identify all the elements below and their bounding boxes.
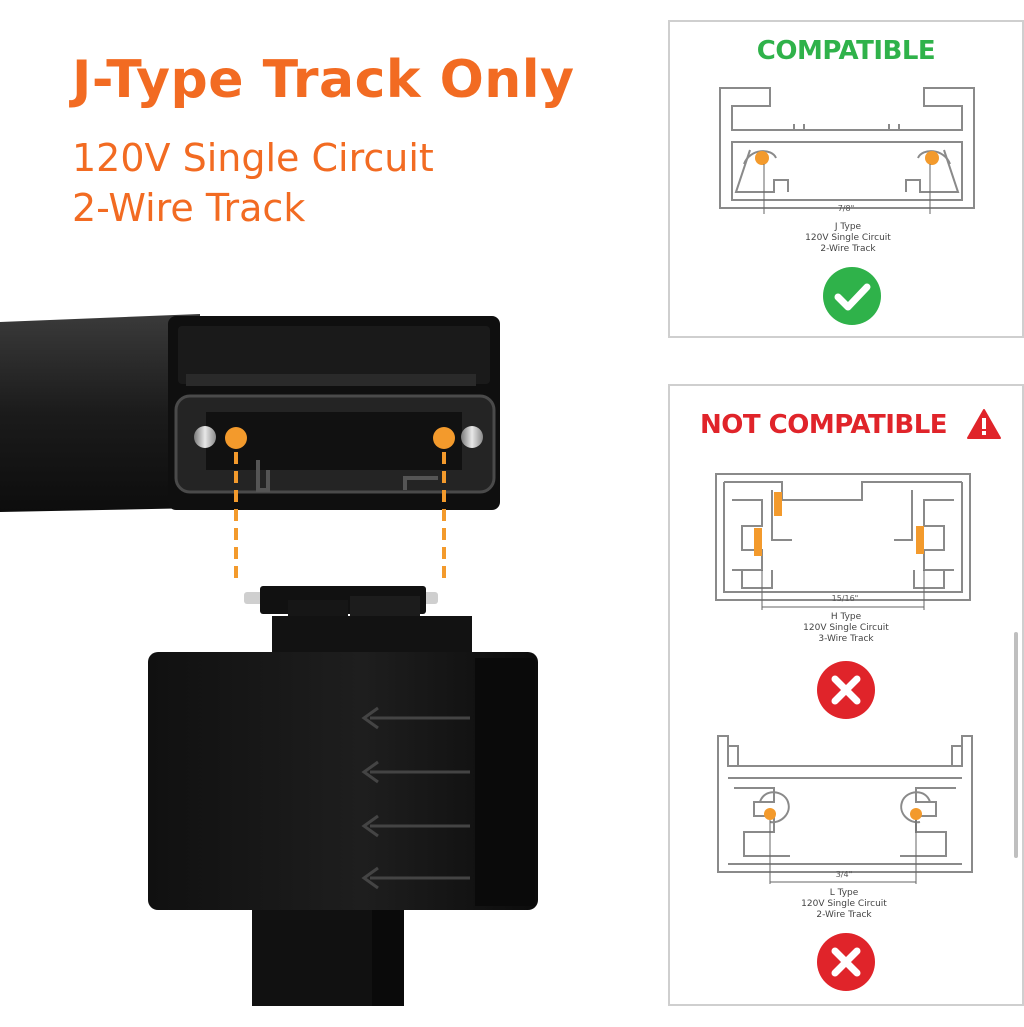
compatible-heading: COMPATIBLE (756, 36, 936, 66)
l-type-profile (717, 735, 973, 884)
caption-line: 120V Single Circuit (803, 623, 889, 633)
headline-line-1: 120V Single Circuit (72, 136, 434, 180)
not-compatible-text: NOT COMPATIBLE (700, 410, 948, 440)
compatible-panel: COMPATIBLE 7/8" J Type 120V Single Circu… (668, 20, 1024, 338)
check-circle-icon (823, 267, 881, 325)
headline-line-2: 2-Wire Track (72, 186, 306, 230)
l-type-dimension: 3/4" (835, 870, 853, 879)
h-type-profile (715, 473, 971, 610)
caption-line: L Type (829, 888, 859, 898)
caption-line: J Type (834, 222, 862, 232)
left-contact-dot (225, 427, 247, 449)
scrollbar[interactable] (1014, 632, 1018, 858)
caption-line: H Type (830, 612, 862, 622)
warning-triangle-icon (967, 409, 1001, 439)
caption-line: 120V Single Circuit (805, 233, 891, 243)
j-type-dimension: 7/8" (837, 204, 855, 213)
x-circle-icon (817, 661, 875, 719)
arrow-marks (361, 706, 470, 890)
caption-line: 2-Wire Track (816, 910, 872, 920)
h-type-dimension: 15/16" (831, 594, 859, 603)
headline-title: J-Type Track Only (72, 50, 575, 110)
not-compatible-heading: NOT COMPATIBLE (700, 410, 1024, 440)
right-contact-dot (433, 427, 455, 449)
caption-line: 120V Single Circuit (801, 899, 887, 909)
caption-line: 3-Wire Track (818, 634, 874, 644)
caption-line: 2-Wire Track (820, 244, 876, 254)
right-pin (461, 426, 483, 448)
not-compatible-panel: NOT COMPATIBLE 15/16" H Type 120V Single… (668, 384, 1024, 1006)
j-type-profile (719, 87, 975, 214)
l-type-caption: L Type 120V Single Circuit 2-Wire Track (764, 888, 924, 921)
left-pin (194, 426, 216, 448)
h-type-caption: H Type 120V Single Circuit 3-Wire Track (766, 612, 926, 645)
adapter-connector (148, 586, 538, 1006)
track-rail (0, 314, 500, 512)
j-type-caption: J Type 120V Single Circuit 2-Wire Track (768, 222, 928, 255)
product-illustration (0, 314, 538, 1006)
x-circle-icon (817, 933, 875, 991)
